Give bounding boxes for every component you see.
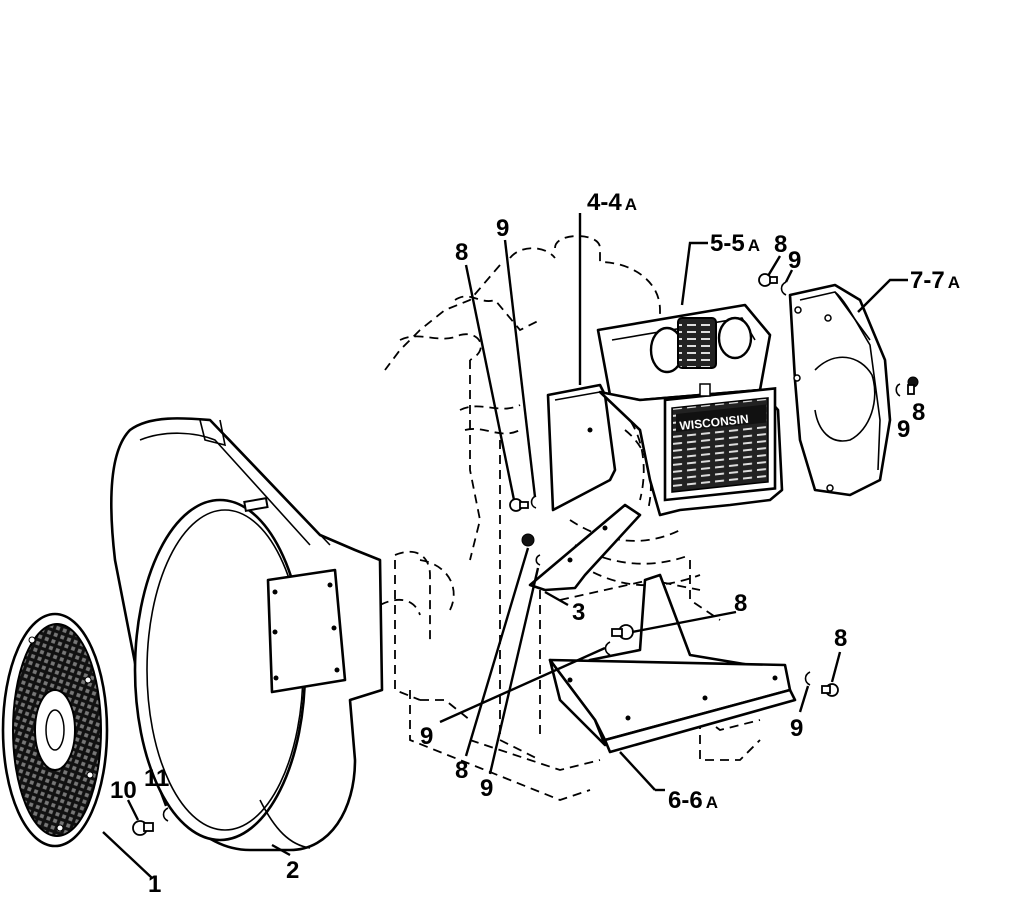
blower-housing-part xyxy=(110,417,384,852)
screw-icon xyxy=(521,533,535,547)
callout-cylinder-head-shroud-sub: A xyxy=(748,236,760,255)
callout-lock-washer: 9 xyxy=(480,775,493,802)
cylinder-head-shroud-part: WISCONSIN xyxy=(596,303,784,517)
hardware-group xyxy=(132,273,919,836)
callout-lock-washer: 9 xyxy=(788,247,801,274)
screw-icon xyxy=(821,683,839,697)
callout-cylinder-head-shroud-main: 5-5 xyxy=(710,230,745,257)
callout-lock-washer: 9 xyxy=(420,723,433,750)
callout-side-shroud-sub: A xyxy=(625,195,637,214)
washer-icon xyxy=(604,641,611,656)
washer-icon xyxy=(530,495,537,509)
callout-side-shroud-main: 4-4 xyxy=(587,189,622,216)
screw-icon xyxy=(611,624,634,640)
end-shroud-part xyxy=(788,283,892,497)
callout-screw: 8 xyxy=(455,239,468,266)
callout-screw: 8 xyxy=(455,757,468,784)
side-shroud-part xyxy=(546,383,617,512)
callout-screw: 8 xyxy=(834,625,847,652)
callout-screen-washer: 11 xyxy=(144,765,169,792)
callout-screw: 8 xyxy=(774,231,787,258)
callout-end-shroud-sub: A xyxy=(948,273,960,292)
callout-lock-washer: 9 xyxy=(496,215,509,242)
base-shroud-part xyxy=(548,573,797,754)
callout-lock-washer: 9 xyxy=(897,416,910,443)
washer-icon xyxy=(895,383,901,397)
callout-screw: 8 xyxy=(734,590,747,617)
washer-icon xyxy=(535,554,541,566)
callout-screw: 8 xyxy=(912,399,925,426)
leader-lines xyxy=(102,213,908,879)
washer-icon xyxy=(780,281,787,296)
callout-screen: 1 xyxy=(148,871,161,898)
callout-base-shroud-main: 6-6 xyxy=(668,787,703,814)
screen-part xyxy=(1,612,109,848)
screw-icon xyxy=(509,498,529,512)
callout-blower-housing: 2 xyxy=(286,857,299,884)
washer-icon xyxy=(804,671,811,686)
callout-base-shroud-sub: A xyxy=(706,793,718,812)
callout-bracket: 3 xyxy=(572,599,585,626)
screw-icon xyxy=(907,376,919,395)
washer-icon xyxy=(162,807,169,822)
screw-icon xyxy=(132,820,154,836)
callout-screen-screw: 10 xyxy=(110,777,137,804)
screw-icon xyxy=(758,273,778,287)
bracket-part xyxy=(528,503,642,592)
callout-lock-washer: 9 xyxy=(790,715,803,742)
callout-end-shroud-main: 7-7 xyxy=(910,267,945,294)
